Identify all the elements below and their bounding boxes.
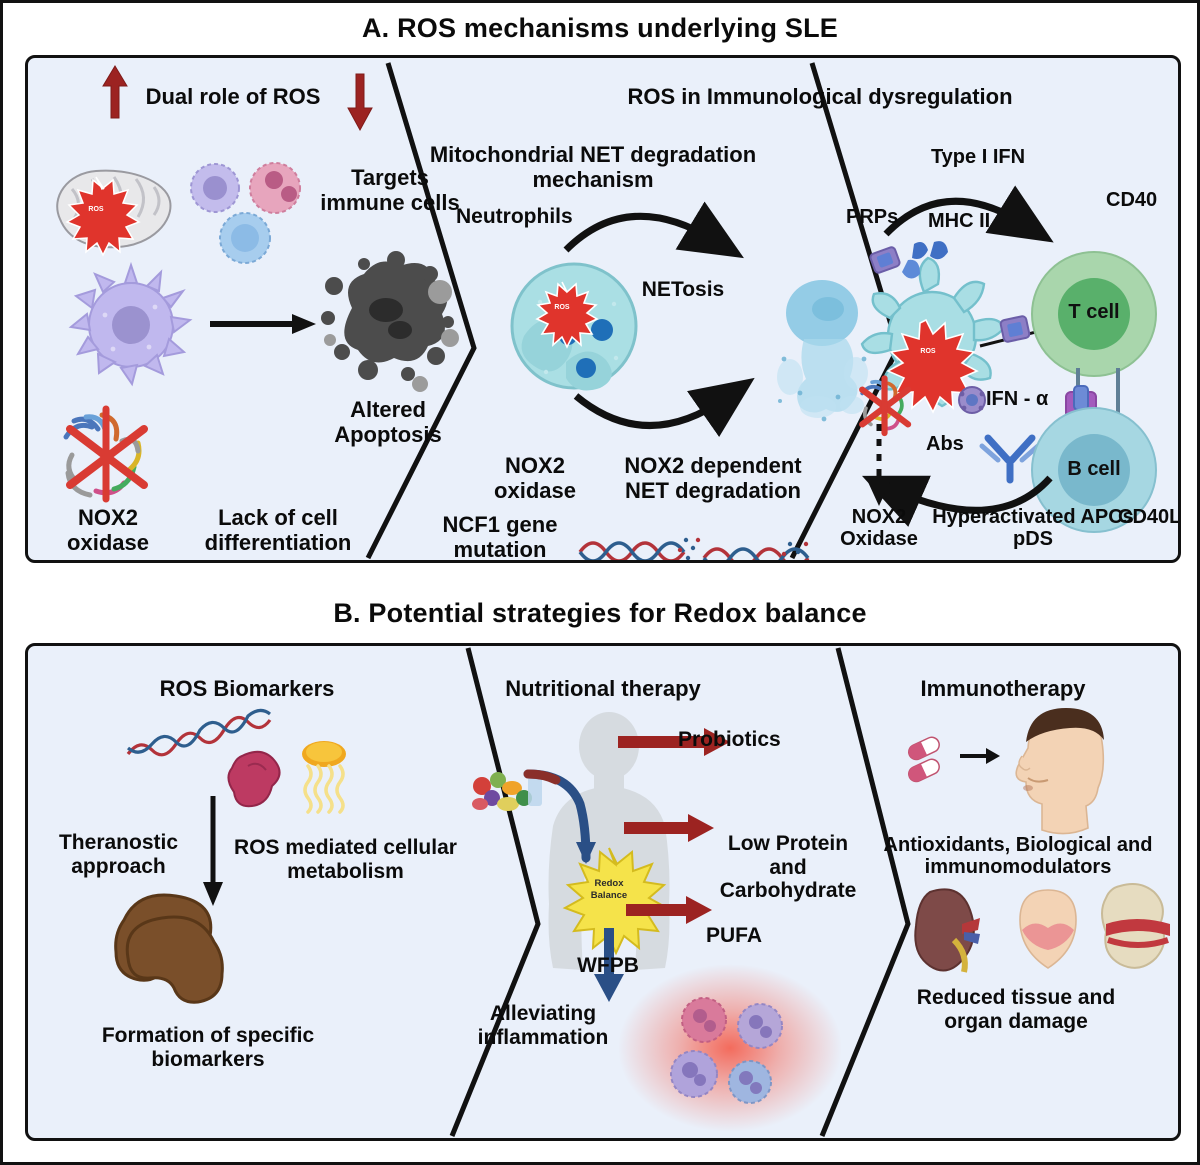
pufa-label: PUFA (706, 924, 763, 947)
joint-icon (1101, 883, 1170, 969)
cd40l-label: CD40L (1118, 506, 1181, 528)
panel-b: ROS Biomarkers (25, 643, 1181, 1141)
svg-text:Redox: Redox (594, 878, 624, 889)
ifn-alpha-label: IFN - α (986, 388, 1049, 410)
svg-text:ROS: ROS (88, 206, 104, 213)
nox2-protein-structure-icon (63, 405, 148, 503)
nox2-oxidase-label-a2: NOX2 oxidase (494, 453, 576, 503)
ros-biomarkers-heading: ROS Biomarkers (159, 676, 335, 701)
mitochondrion-with-ros-icon: ROS (56, 169, 172, 257)
svg-text:Balance: Balance (591, 890, 627, 901)
dendritic-cell-icon (68, 261, 193, 387)
lipid-micelle-icon (302, 741, 346, 814)
male-head-profile-icon (1015, 708, 1105, 835)
blue-arrow-down-icon (594, 928, 624, 1002)
face-rash-icon (1019, 889, 1077, 969)
theranostic-approach-label: Theranostic approach (58, 831, 179, 878)
antioxidants-biological-and-immunomodulators-label: Antioxidants, Biological and immunomodul… (883, 834, 1153, 879)
pill-capsules-icon (908, 736, 940, 783)
hyperactivated-apcs-label: Hyperactivated APCs pDS (932, 506, 1134, 551)
panel-a: Dual role of ROS ROS (25, 55, 1181, 563)
nox2-oxidase-label-a3: NOX2 Oxidase (840, 506, 918, 551)
svg-text:ROS: ROS (554, 304, 570, 311)
lack-of-cell-differentiation-label: Lack of cell differentiation (204, 505, 352, 555)
abs-label: Abs (926, 433, 964, 455)
formation-of-specific-biomarkers-label: Formation of specific biomarkers (101, 1024, 315, 1071)
immune-cell-cluster-icon (190, 162, 301, 264)
netosis-cycle-arrows (563, 201, 755, 437)
wfpb-label: WFPB (577, 954, 639, 977)
dual-role-heading: Dual role of ROS (145, 84, 321, 109)
type-i-ifn-label: Type I IFN (930, 146, 1026, 168)
alleviating-inflammation-label: Alleviating inflammation (477, 1002, 609, 1049)
nutritional-therapy-heading: Nutritional therapy (505, 676, 701, 701)
inflamed-cells-glow-icon (618, 964, 842, 1132)
dna-double-helix-icon (578, 537, 810, 560)
ros-mediated-cellular-metabolism-label: ROS mediated cellular metabolism (234, 836, 457, 883)
nox2-dependent-net-degradation-label: NOX2 dependent NET degradation (624, 453, 802, 503)
neutrophil-with-ros-icon: ROS (510, 262, 638, 391)
prps-label: PRPs (846, 206, 899, 228)
arrow-down-red-icon (347, 73, 373, 132)
apc-dendritic-cell-with-ros-icon: ROS (859, 241, 1006, 437)
cd40-label: CD40 (1106, 189, 1158, 211)
ifn-alpha-particle-icon (958, 386, 986, 414)
probiotics-label: Probiotics (678, 728, 781, 751)
altered-apoptosis-label: Altered Apoptosis (334, 397, 442, 447)
kidney-icon (914, 888, 980, 973)
reduced-tissue-and-organ-damage-label: Reduced tissue and organ damage (916, 986, 1116, 1033)
netotic-cell-icon (777, 280, 868, 422)
curved-arrow-from-bcell-icon (861, 475, 1053, 527)
netosis-label: NETosis (641, 278, 725, 301)
black-arrow-down-icon (203, 796, 223, 906)
nox2-oxidase-label-a1: NOX2 oxidase (67, 505, 149, 555)
t-cell-circle-icon (1031, 251, 1157, 377)
curved-arrow-to-tcell-icon (883, 185, 1054, 243)
black-arrow-right-icon (210, 314, 316, 334)
red-arrows-right-icon (618, 728, 730, 924)
section-a-title: A. ROS mechanisms underlying SLE (361, 13, 838, 43)
ncf1-gene-mutation-label: NCF1 gene mutation (442, 512, 558, 562)
liver-icon (227, 750, 281, 808)
arrow-up-red-icon (102, 65, 128, 119)
section-b-title: B. Potential strategies for Redox balanc… (333, 598, 867, 628)
dna-strand-icon (126, 708, 272, 757)
black-arrow-right-icon-b (960, 748, 1000, 764)
svg-text:ROS: ROS (920, 348, 936, 355)
immunotherapy-heading: Immunotherapy (920, 676, 1086, 701)
kidney-pair-icon (114, 893, 224, 1004)
b-cell-circle-icon (1031, 407, 1157, 533)
t-cell-label: T cell (1068, 301, 1120, 323)
low-protein-and-carbohydrate-label: Low Protein and Carbohydrate (719, 832, 857, 903)
targets-immune-cells-label: Targets immune cells (320, 165, 460, 215)
apoptotic-debris-icon (321, 251, 459, 392)
fruits-and-vegetables-icon (472, 772, 542, 811)
mhc-ii-label: MHC II (928, 210, 991, 232)
immunological-dysregulation-heading: ROS in Immunological dysregulation (627, 84, 1013, 109)
antibody-icon (979, 434, 1041, 484)
nutrient-flow-curve-icon (523, 769, 596, 864)
neutrophils-label: Neutrophils (456, 205, 573, 228)
dotted-arrow-down-icon (868, 424, 890, 506)
b-cell-label: B cell (1067, 458, 1121, 480)
redox-balance-starburst-icon: Redox Balance (562, 847, 670, 956)
net-degradation-heading: Mitochondrial NET degradation mechanism (429, 142, 757, 193)
